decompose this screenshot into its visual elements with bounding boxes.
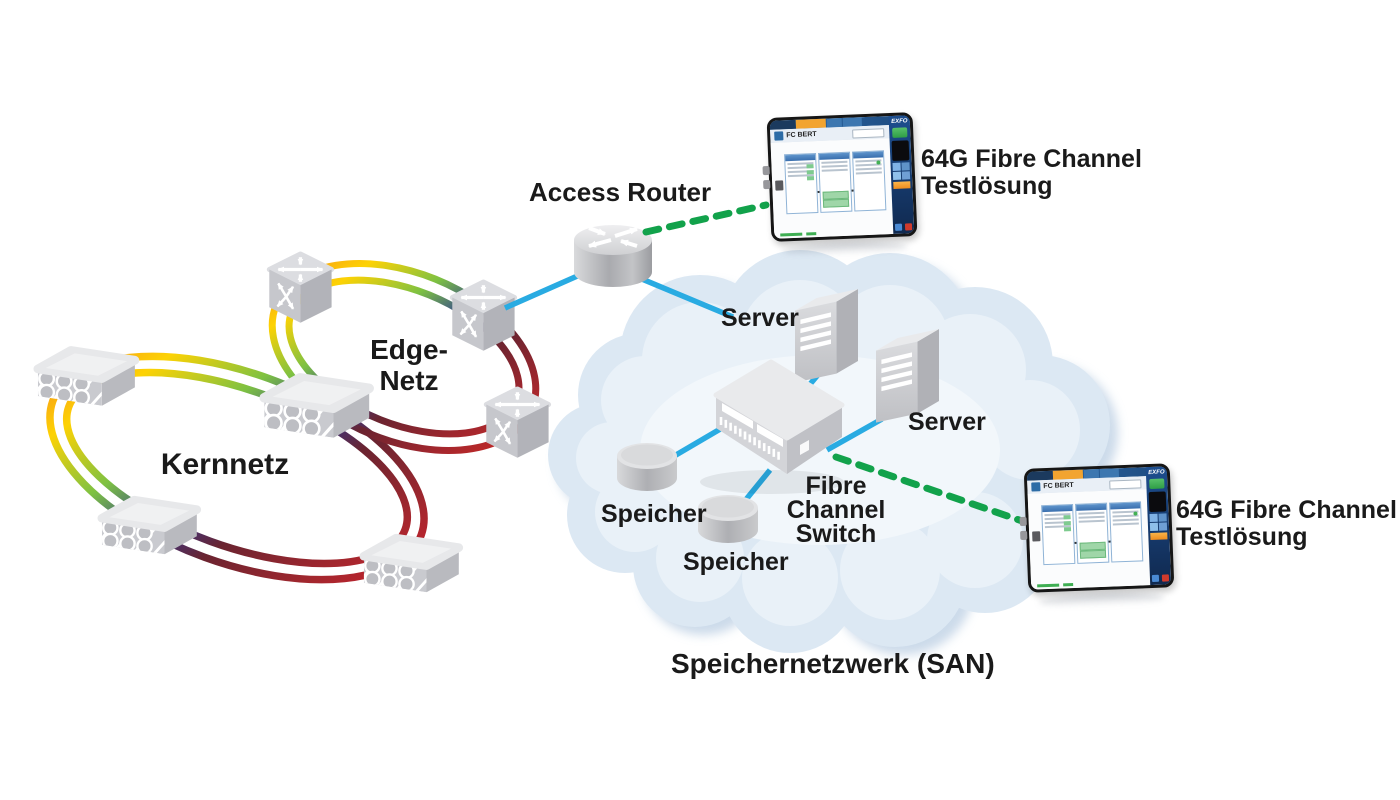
status-chip — [806, 170, 814, 175]
sidebar-bottom-icons — [894, 223, 913, 231]
green-status-dot — [876, 160, 881, 165]
edge-netz-label-line2: Netz — [379, 365, 439, 396]
red-icon — [1161, 574, 1170, 582]
tester-config-panel-3 — [1109, 501, 1144, 563]
status-bar-green — [1063, 583, 1074, 587]
fc-bert-app-icon — [774, 131, 784, 141]
tester-search-box — [1109, 479, 1142, 490]
status-chip — [1063, 521, 1071, 526]
sidebar-display — [891, 140, 910, 161]
edge-netz-label-line1: Edge- — [370, 334, 448, 365]
panel-header — [819, 152, 850, 160]
tester-config-panel-1 — [1041, 503, 1076, 566]
tester-main-area — [1027, 489, 1151, 590]
tester-port-nub — [762, 165, 770, 176]
edge-netz-label: Edge- Netz — [344, 334, 474, 396]
panel-header — [853, 151, 884, 159]
tester-config-panel-1 — [784, 153, 819, 215]
red-icon — [904, 223, 913, 231]
tester-port-nub — [1020, 530, 1028, 541]
tester-main-area — [770, 138, 894, 239]
fc-bert-app-title: FC BERT — [1043, 481, 1074, 491]
test-solution-bottom-line1: 64G Fibre Channel — [1176, 496, 1397, 524]
panel-header — [1076, 503, 1107, 511]
sidebar-green-button — [1149, 478, 1165, 490]
panel-header — [1110, 502, 1141, 510]
test-links — [642, 201, 1026, 525]
access-router-node — [574, 225, 652, 287]
blue-icon — [1151, 574, 1160, 583]
access-router-label: Access Router — [529, 177, 712, 207]
edge-switch-top — [269, 254, 331, 323]
status-chip — [1063, 515, 1071, 520]
tester-config-panel-2 — [1075, 502, 1110, 564]
status-bar-green — [1037, 583, 1060, 588]
blue-icon — [894, 223, 903, 231]
speicher-bottom-label: Speicher — [683, 548, 789, 576]
fc-bert-app-title: FC BERT — [786, 130, 817, 140]
speicher-disk-bottom — [698, 495, 758, 543]
core-node-southeast — [352, 538, 458, 605]
edge-switch-bottom — [486, 389, 548, 458]
tester-sidebar: EXFO — [1145, 466, 1172, 586]
sidebar-orange-button — [1150, 532, 1168, 541]
sidebar-display — [1148, 491, 1167, 513]
router-arrows-icon — [588, 226, 638, 248]
test-device-bottom: FC BERT — [1019, 463, 1175, 609]
status-chip — [1063, 527, 1072, 532]
fc-switch-label-line2: Channel — [786, 496, 886, 524]
test-solution-bottom-label: 64G Fibre Channel Testlösung — [1176, 497, 1397, 551]
sidebar-bottom-icons — [1151, 574, 1170, 583]
tester-sidebar: EXFO — [888, 115, 915, 234]
panel-header — [1042, 505, 1073, 513]
tester-port-nub — [1019, 516, 1027, 527]
tester-port-icon — [775, 180, 784, 191]
fc-switch-label-line1: Fibre — [805, 472, 867, 500]
test-device-top: FC BERT — [762, 112, 918, 258]
fc-bert-app-icon — [1031, 482, 1041, 492]
server-top-label: Server — [721, 304, 799, 332]
switch-ports-icon — [719, 417, 780, 460]
tester-screen: FC BERT — [1023, 463, 1175, 593]
exfo-logo: EXFO — [1148, 469, 1165, 477]
status-bar-green — [780, 232, 803, 237]
status-bar-green — [806, 232, 817, 236]
san-label: Speichernetzwerk (SAN) — [671, 648, 995, 679]
test-solution-top-line1: 64G Fibre Channel — [921, 145, 1142, 173]
sidebar-green-button — [892, 127, 908, 138]
fibre-channel-switch-label: Fibre Channel Switch — [766, 472, 906, 548]
speicher-disk-left — [617, 443, 677, 491]
speicher-left-label: Speicher — [601, 500, 707, 528]
tester-screen: FC BERT — [766, 112, 918, 242]
tester-port-icon — [1032, 531, 1041, 542]
tester-config-panel-3 — [851, 150, 887, 212]
fibre-channel-switch-node — [700, 359, 845, 494]
fc-switch-label-line3: Switch — [795, 520, 877, 548]
sidebar-icon-grid — [892, 162, 911, 180]
link-switch-to-speicher-bottom — [741, 468, 773, 504]
core-node-southwest — [90, 500, 196, 567]
dashed-link-switch-to-tester — [832, 453, 1026, 525]
tester-search-box — [852, 128, 885, 139]
status-chip — [806, 164, 814, 169]
core-node-west — [26, 350, 135, 419]
kernnetz-label: Kernnetz — [160, 448, 290, 481]
tester-port-nub — [763, 179, 771, 190]
test-solution-bottom-line2: Testlösung — [1176, 523, 1308, 551]
panel-header — [785, 154, 816, 162]
sidebar-orange-button — [893, 181, 911, 189]
link-switch-to-server-right — [825, 416, 884, 453]
exfo-logo: EXFO — [891, 118, 908, 125]
sidebar-icon-grid — [1149, 513, 1168, 532]
test-solution-top-label: 64G Fibre Channel Testlösung — [921, 146, 1142, 200]
test-solution-top-line2: Testlösung — [921, 172, 1053, 200]
dashed-link-router-to-tester — [642, 201, 770, 236]
green-status-row — [822, 198, 850, 208]
status-chip — [806, 176, 815, 181]
green-status-row — [1079, 549, 1107, 559]
server-right-label: Server — [908, 408, 986, 436]
tester-config-panel-2 — [818, 151, 853, 213]
